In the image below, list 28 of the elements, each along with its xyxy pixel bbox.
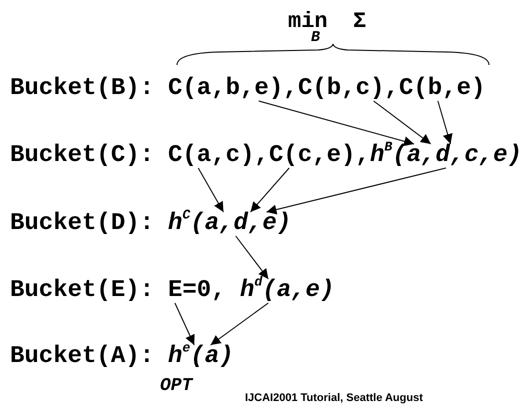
bucket-label: Bucket(D):: [10, 210, 154, 238]
arrow: [174, 302, 195, 346]
term-text: C(b,e): [399, 75, 486, 103]
term-text: C(a,c),: [168, 142, 269, 170]
arrow: [235, 236, 269, 280]
term-text: h$^{e}$(a): [168, 343, 234, 371]
term-text: C(c,e),: [269, 142, 370, 170]
arrow: [266, 168, 446, 214]
footer-text: IJCAI2001 Tutorial, Seattle August: [245, 392, 423, 405]
term-text: h$^{d}$(a,e): [240, 277, 334, 305]
arrow: [373, 100, 432, 144]
bucket-label: Bucket(B):: [10, 75, 154, 103]
arrow: [258, 100, 415, 146]
bucket-label: Bucket(E):: [10, 277, 154, 305]
term-text: C(a,b,e),: [168, 75, 298, 103]
result-label: OPT: [160, 375, 192, 398]
arrow: [210, 302, 269, 346]
arrow: [250, 168, 290, 212]
term-text: h$^{B}$(a,d,c,e): [370, 142, 522, 170]
arrow: [437, 100, 452, 144]
subscript: B: [311, 30, 320, 46]
bucket-label: Bucket(A):: [10, 343, 154, 371]
term-text: E=0,: [168, 277, 226, 305]
term-text: C(b,c),: [298, 75, 399, 103]
arrow: [198, 168, 224, 212]
bucket-label: Bucket(C):: [10, 142, 154, 170]
term-text: h$^{C}$(a,d,e): [168, 210, 292, 238]
math-operator: Σ: [353, 8, 366, 36]
